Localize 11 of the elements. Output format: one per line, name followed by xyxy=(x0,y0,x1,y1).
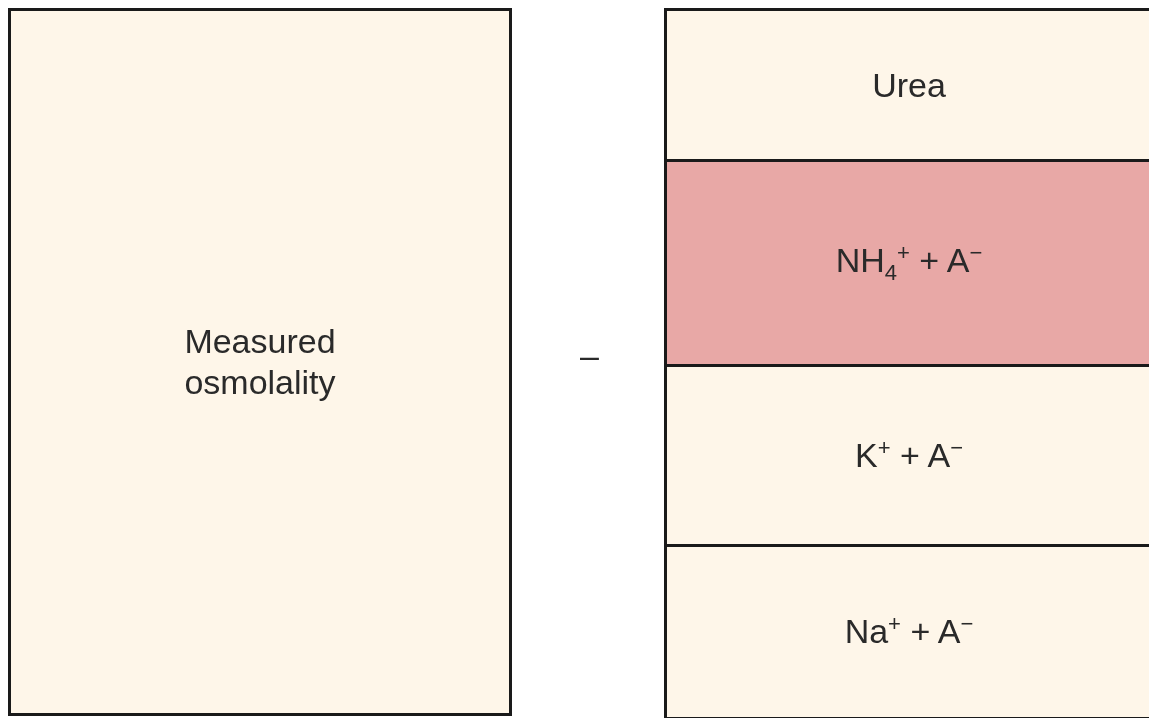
box-label: K$^{+}$ + A$^{−}$ xyxy=(855,434,963,477)
highlighted-segment-box xyxy=(664,159,1149,367)
measured-box xyxy=(8,8,512,716)
box-label: Measured osmolality xyxy=(183,321,337,403)
box-label: Urea xyxy=(872,64,946,106)
box-label: Na$^{+}$ + A$^{−}$ xyxy=(844,611,974,653)
segment-box xyxy=(664,8,1149,162)
segment-box xyxy=(664,544,1149,718)
box-label: NH$_{4}$$^{+}$ + A$^{−}$ xyxy=(835,239,983,287)
segment-box xyxy=(664,364,1149,547)
minus-sign: – xyxy=(580,336,599,375)
